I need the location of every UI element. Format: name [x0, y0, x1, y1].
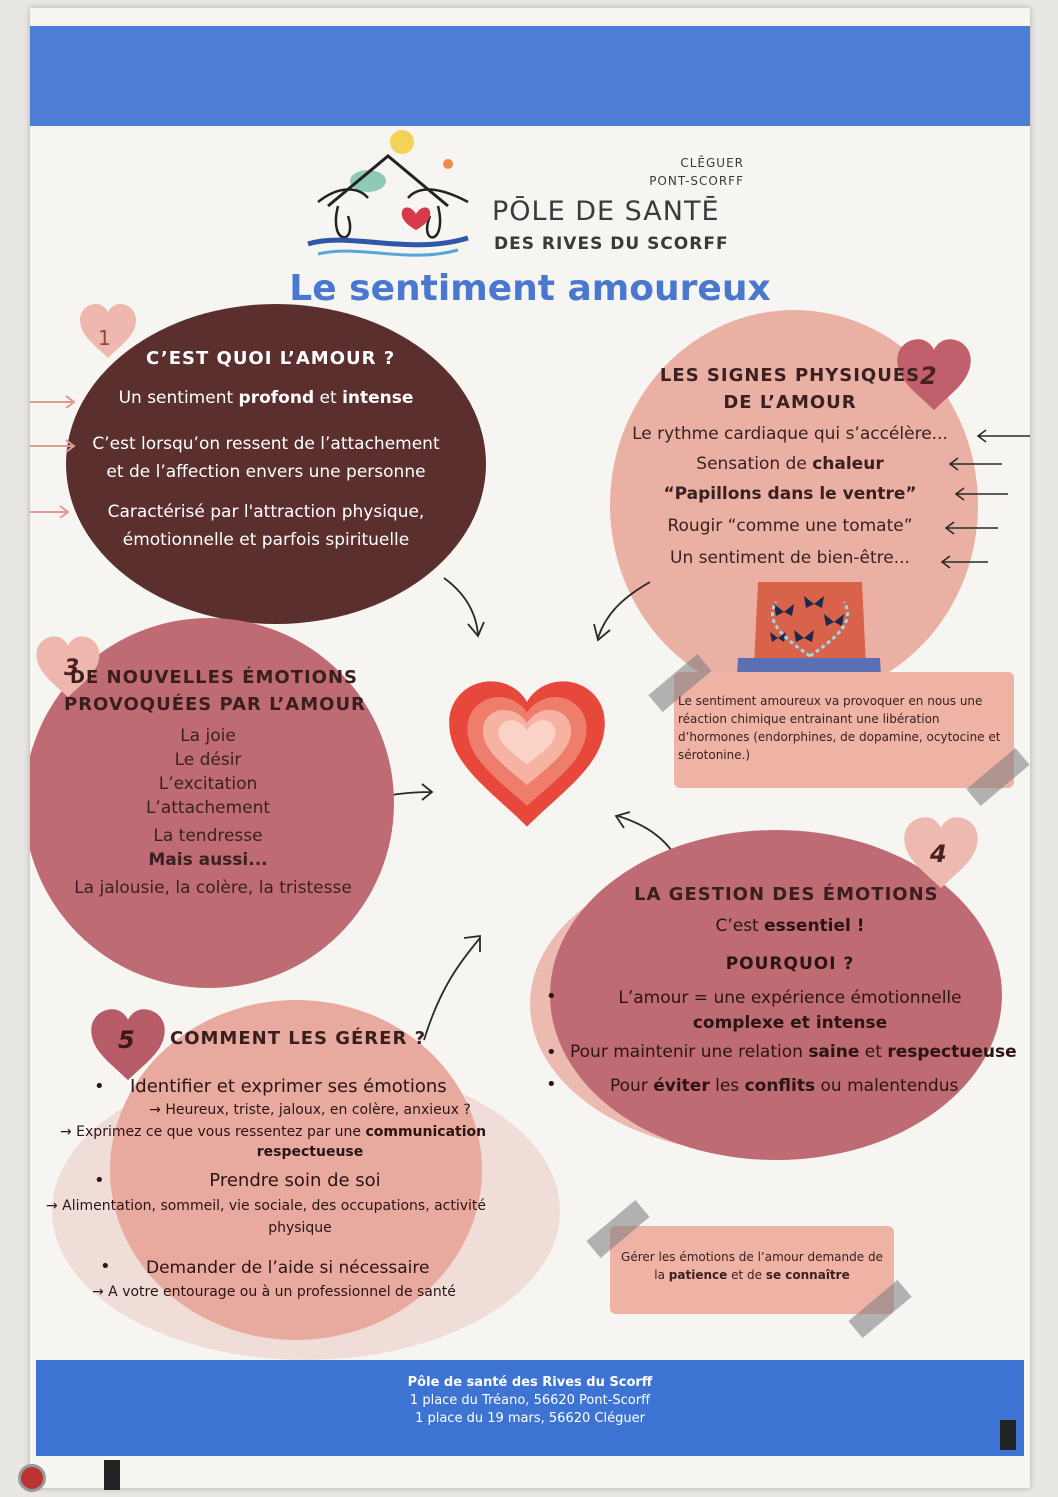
bullet: • [546, 1042, 557, 1063]
emotion-item: La joie [180, 726, 236, 746]
bullet: • [546, 986, 557, 1007]
section4-bullet3: Pour éviter les conflits ou malentendus [610, 1076, 959, 1096]
footer-name: Pôle de santé des Rives du Scorff [407, 1375, 653, 1390]
section5-title: COMMENT LES GÉRER ? [170, 1028, 427, 1049]
section4-number: 4 [930, 840, 947, 868]
bullet: • [94, 1170, 105, 1191]
left-arrows-icon [30, 395, 76, 518]
section5-item1-sub3: respectueuse [256, 1144, 364, 1160]
section4-blob [550, 830, 1002, 1160]
heart-3-icon [36, 636, 100, 698]
right-arrows-icon [940, 429, 1030, 569]
heart-1-icon [80, 304, 136, 358]
section5-item2: Prendre soin de soi [209, 1170, 381, 1191]
section3-blob [30, 618, 394, 988]
footer-band: Pôle de santé des Rives du Scorff 1 plac… [36, 1360, 1024, 1456]
logo-town-1: CLĒGUER [680, 156, 744, 170]
binder-clip-icon [104, 1460, 120, 1490]
section2-line4: Rougir “comme une tomate” [667, 516, 913, 536]
section1-line3: Caractérisé par l'attraction physique,ém… [107, 502, 425, 550]
section1-blob [66, 304, 486, 624]
heart-5-icon [91, 1009, 165, 1081]
bullet: • [94, 1076, 105, 1097]
section5-item3-sub1: → A votre entourage ou à un professionne… [92, 1284, 456, 1300]
page-title: Le sentiment amoureux [289, 268, 771, 309]
heart-2-icon [897, 339, 971, 411]
section3-also: Mais aussi... [148, 850, 268, 870]
central-heart-icon [449, 681, 605, 827]
section3-number: 3 [64, 656, 80, 681]
emotion-item: L’attachement [145, 798, 271, 818]
poster: CLĒGUER PONT-SCORFF PŌLE DE SANTĒ DES RI… [30, 8, 1030, 1488]
section5-item1-sub1: → Heureux, triste, jaloux, en colère, an… [149, 1102, 471, 1118]
footer-address-2: 1 place du 19 mars, 56620 Cléguer [415, 1411, 645, 1426]
emotion-item: L’excitation [158, 774, 258, 794]
section2-line3: “Papillons dans le ventre” [663, 484, 917, 504]
logo-brand-line2: DES RIVES DU SCORFF [494, 234, 729, 254]
binder-clip-icon [1000, 1420, 1016, 1450]
section5-item1-sub2: → Exprimez ce que vous ressentez par une… [60, 1124, 487, 1140]
logo-house-icon [307, 130, 469, 257]
section1-line1: Un sentiment profond et intense [118, 388, 414, 408]
emotion-item: La tendresse [153, 826, 263, 846]
section5-item2-sub1: → Alimentation, sommeil, vie sociale, de… [46, 1198, 487, 1214]
logo-town-2: PONT-SCORFF [649, 174, 744, 188]
center-arrows-icon [355, 577, 683, 1041]
section2-number: 2 [920, 362, 937, 390]
hormones-note: Le sentiment amoureux va provoquer en no… [674, 672, 1014, 788]
section5-item1: Identifier et exprimer ses émotions [130, 1076, 447, 1097]
section1-line2: C’est lorsqu’on ressent de l’attachement… [92, 434, 440, 482]
emotion-item: Le désir [174, 750, 242, 770]
section4-why: POURQUOI ? [725, 954, 855, 974]
section3-last: La jalousie, la colère, la tristesse [74, 878, 352, 898]
hormones-note-text: Le sentiment amoureux va provoquer en no… [678, 694, 1001, 762]
footer-address-1: 1 place du Tréano, 56620 Pont-Scorff [409, 1393, 651, 1408]
section2-line2: Sensation de chaleur [696, 454, 884, 474]
bullet: • [546, 1074, 557, 1095]
section5-item2-sub2: physique [268, 1220, 332, 1236]
section5-item3: Demander de l’aide si nécessaire [146, 1258, 430, 1278]
bullet: • [100, 1256, 111, 1277]
section2-line1: Le rythme cardiaque qui s’accélère... [632, 424, 948, 444]
top-blue-band [30, 26, 1030, 126]
logo-brand-line1: PŌLE DE SANTĒ [492, 196, 720, 227]
patience-note-line1: Gérer les émotions de l’amour demande de [621, 1250, 883, 1264]
grommet-icon [18, 1464, 46, 1492]
section1-title: C’EST QUOI L’AMOUR ? [146, 348, 396, 369]
patience-note: Gérer les émotions de l’amour demande de… [610, 1226, 894, 1314]
heart-4-icon [904, 817, 978, 889]
patience-note-line2: la patience et de se connaître [654, 1268, 850, 1282]
section3-items: La joie Le désir L’excitation L’attachem… [58, 724, 358, 848]
section4-line1: C’est essentiel ! [715, 916, 865, 936]
section4-bullet2: Pour maintenir une relation saine et res… [570, 1042, 1017, 1062]
section5-number: 5 [118, 1026, 135, 1054]
section4-title: LA GESTION DES ÉMOTIONS [634, 884, 939, 905]
section1-number: 1 [98, 326, 111, 350]
section5-blob [110, 1000, 482, 1340]
section2-line5: Un sentiment de bien-être... [670, 548, 910, 568]
